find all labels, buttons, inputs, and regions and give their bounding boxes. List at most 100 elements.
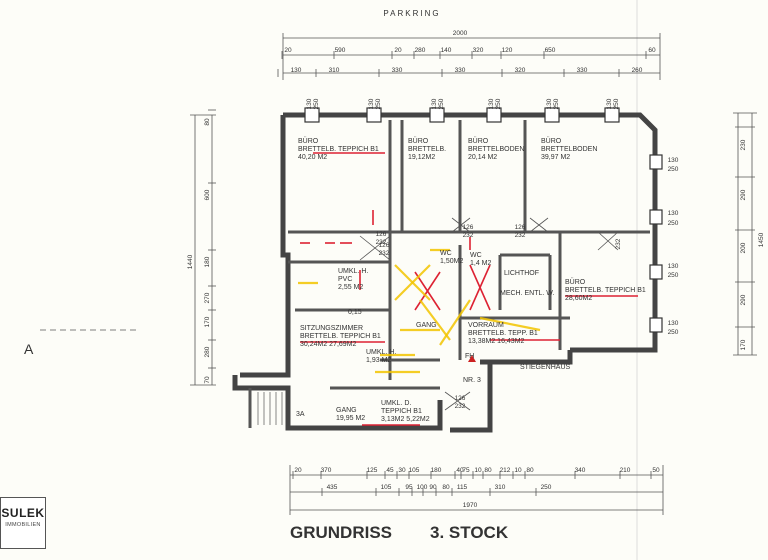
room-name-12: UMKL. H. bbox=[366, 349, 396, 356]
room-area-1: 19,12M2 bbox=[408, 154, 435, 161]
left-dim-3: 270 bbox=[204, 292, 211, 303]
bot-dim-r1-7: 40 bbox=[456, 467, 464, 474]
window-label-b-2: 250 bbox=[438, 98, 445, 109]
title-left: GRUNDRISS bbox=[290, 523, 392, 542]
bot-dim-r2-7: 310 bbox=[495, 484, 506, 491]
bot-dim-r1-8: 75 bbox=[462, 467, 470, 474]
bot-dim-r2-0: 435 bbox=[327, 484, 338, 491]
top-dim-r2-6: 260 bbox=[632, 67, 643, 74]
room-name-17: 3A bbox=[296, 411, 305, 418]
left-dim-1: 600 bbox=[204, 189, 211, 200]
window-label-a-0: 130 bbox=[306, 98, 313, 109]
right-total-dim: 1450 bbox=[758, 232, 765, 247]
room-area-14: 1,4 M2 bbox=[470, 260, 492, 267]
room-name-5: SITZUNGSZIMMER bbox=[300, 325, 363, 332]
room-name-3: BÜRO bbox=[541, 137, 562, 145]
bot-dim-r1-11: 212 bbox=[500, 467, 511, 474]
left-dim-0: 80 bbox=[204, 118, 211, 126]
door-width-3: 126 bbox=[379, 242, 390, 249]
bot-dim-r2-1: 105 bbox=[381, 484, 392, 491]
bottom-total-dim: 1970 bbox=[463, 502, 478, 509]
room-floor-3: BRETTELBODEN bbox=[541, 146, 597, 153]
room-name-15: WC bbox=[440, 250, 452, 257]
top-dim-r1-3: 280 bbox=[415, 47, 426, 54]
room-floor-1: BRETTELB. bbox=[408, 146, 446, 153]
bot-dim-r1-3: 45 bbox=[386, 467, 394, 474]
door-height-1: 232 bbox=[463, 232, 474, 239]
room-name-14: WC bbox=[470, 252, 482, 259]
room-floor-2: BRETTELBODEN bbox=[468, 146, 524, 153]
room-area-2: 20,14 M2 bbox=[468, 154, 497, 161]
window-label-a-1: 130 bbox=[368, 98, 375, 109]
bot-dim-r1-16: 50 bbox=[652, 467, 660, 474]
room-floor-8: BRETTELB. TEPP. B1 bbox=[468, 330, 538, 337]
bot-dim-r1-13: 80 bbox=[526, 467, 534, 474]
window-label-b-0: 250 bbox=[313, 98, 320, 109]
bot-dim-r1-10: 80 bbox=[484, 467, 492, 474]
top-dim-r2-0: 130 bbox=[291, 67, 302, 74]
room-name-6: LICHTHOF bbox=[504, 270, 539, 277]
door-height-3: 232 bbox=[379, 250, 390, 257]
outer-walls bbox=[232, 112, 658, 433]
window-label-a-2: 130 bbox=[431, 98, 438, 109]
left-dim-2: 180 bbox=[204, 256, 211, 267]
room-floor-10: TEPPICH B1 bbox=[381, 408, 422, 415]
right-inner-dim-5: 250 bbox=[668, 272, 679, 279]
room-area-3: 39,97 M2 bbox=[541, 154, 570, 161]
bot-dim-r1-12: 10 bbox=[514, 467, 522, 474]
door-width-1: 126 bbox=[463, 224, 474, 231]
room-name-7: MECH. ENTL. W. bbox=[500, 290, 555, 297]
top-total-dim: 2000 bbox=[453, 30, 468, 37]
right-inner-dim-2: 130 bbox=[668, 210, 679, 217]
room-area-4: 28,60M2 bbox=[565, 295, 592, 302]
bot-dim-r1-9: 10 bbox=[474, 467, 482, 474]
right-inner-dim-3: 250 bbox=[668, 220, 679, 227]
top-dim-r1-6: 120 bbox=[502, 47, 513, 54]
bot-dim-r1-5: 105 bbox=[409, 467, 420, 474]
bot-dim-r1-6: 180 bbox=[431, 467, 442, 474]
room-name-0: BÜRO bbox=[298, 137, 319, 145]
left-dim-6: 70 bbox=[204, 376, 211, 384]
staircase-symbol: NR. 3 bbox=[463, 355, 481, 384]
right-inner-dim-6: 130 bbox=[668, 320, 679, 327]
room-area-10: 3,13M2 5,22M2 bbox=[381, 416, 430, 423]
misc-label-015: 0,15 bbox=[348, 309, 362, 316]
top-dim-r2-2: 330 bbox=[392, 67, 403, 74]
room-area-8: 13,38M2 16,43M2 bbox=[468, 338, 525, 345]
bot-dim-r1-15: 210 bbox=[620, 467, 631, 474]
bot-dim-r1-1: 370 bbox=[321, 467, 332, 474]
bot-dim-r2-4: 90 bbox=[429, 484, 437, 491]
right-inner-dim-4: 130 bbox=[668, 263, 679, 270]
right-dim-1: 290 bbox=[740, 189, 747, 200]
room-floor-11: PVC bbox=[338, 276, 352, 283]
room-name-4: BÜRO bbox=[565, 278, 586, 286]
street-label: PARKRING bbox=[383, 9, 440, 18]
bot-dim-r1-4: 30 bbox=[398, 467, 406, 474]
top-dim-r2-4: 320 bbox=[515, 67, 526, 74]
bot-dim-r2-2: 95 bbox=[405, 484, 413, 491]
top-windows bbox=[304, 107, 620, 123]
room-name-1: BÜRO bbox=[408, 137, 429, 145]
logo-line2: IMMOBILIEN bbox=[5, 522, 41, 528]
title-right: 3. STOCK bbox=[430, 523, 509, 542]
right-dim-0: 230 bbox=[740, 139, 747, 150]
top-dim-r1-2: 20 bbox=[394, 47, 402, 54]
top-dim-r2-1: 310 bbox=[329, 67, 340, 74]
top-dim-r1-7: 650 bbox=[545, 47, 556, 54]
room-floor-0: BRETTELB. TEPPICH B1 bbox=[298, 146, 379, 153]
top-dim-r2-3: 330 bbox=[455, 67, 466, 74]
bot-dim-r1-14: 340 bbox=[575, 467, 586, 474]
room-area-12: 1,93 M2 bbox=[366, 357, 391, 364]
yellow-markings bbox=[298, 248, 541, 374]
door-height-4: 232 bbox=[455, 403, 466, 410]
window-label-a-5: 130 bbox=[606, 98, 613, 109]
window-label-b-3: 250 bbox=[495, 98, 502, 109]
company-logo: SULEK IMMOBILIEN bbox=[0, 497, 46, 549]
right-dim-4: 170 bbox=[740, 339, 747, 350]
bot-dim-r2-5: 80 bbox=[442, 484, 450, 491]
